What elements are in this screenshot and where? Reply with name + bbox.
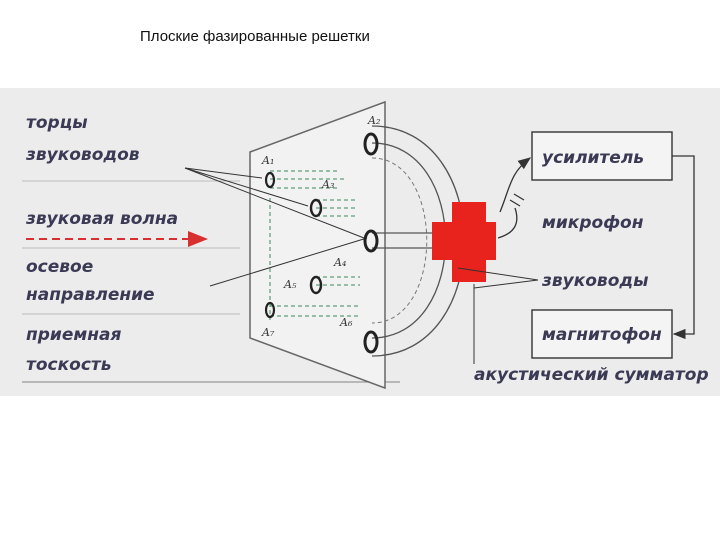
recorder-box	[531, 309, 673, 359]
waveguide-ends	[264, 132, 379, 354]
projection-lines	[269, 170, 360, 320]
label-axis-1: осевое	[26, 257, 93, 277]
mic-tick	[509, 199, 521, 207]
pointer-lines	[184, 167, 368, 287]
label-microphone: микрофон	[542, 213, 644, 233]
label-torcy-2: звуководов	[25, 145, 140, 165]
hole-a2	[363, 132, 379, 156]
mic-tick	[513, 193, 525, 201]
label-summator: акустический сумматор	[474, 365, 709, 385]
label-plane-2: тоскость	[26, 355, 112, 375]
point-label-a5: A₅	[283, 278, 297, 291]
point-label-a2: A₂	[367, 114, 380, 127]
label-amplifier: усилитель	[542, 148, 644, 168]
label-recorder: магнитофон	[542, 325, 662, 345]
waveguides-pointer	[473, 279, 539, 289]
point-label-a4: A₄	[333, 256, 346, 269]
point-label-a3: A₃	[321, 178, 334, 191]
hole-center	[363, 229, 379, 253]
amp-recorder-connector	[672, 155, 695, 340]
point-label-a1: A₁	[261, 154, 274, 167]
label-plane-1: приемная	[26, 325, 121, 345]
hole-a6	[363, 330, 379, 354]
label-torcy-1: торцы	[26, 113, 88, 133]
waveguides-pointer	[457, 267, 539, 281]
acoustic-summator	[432, 202, 496, 282]
point-label-a7: A₇	[261, 326, 275, 339]
hole-a1	[264, 171, 276, 189]
hole-a5	[309, 275, 323, 295]
receiving-plane	[249, 100, 386, 390]
hole-a3	[309, 198, 323, 218]
mic-lead	[497, 207, 518, 239]
label-wave: звуковая волна	[25, 209, 178, 229]
label-axis-2: направление	[26, 285, 155, 305]
page-title: Плоские фазированные решетки	[140, 28, 370, 45]
diagram-figure: A₂ A₁ A₃ A₄ A₅ A₆ A₇ торцы звуководов зв…	[0, 88, 720, 396]
label-waveguides: звуководы	[541, 271, 648, 291]
diagram-svg: A₂ A₁ A₃ A₄ A₅ A₆ A₇ торцы звуководов зв…	[22, 100, 709, 390]
point-label-a6: A₆	[339, 316, 353, 329]
hole-a7	[264, 301, 276, 319]
mic-amp-arrow	[499, 157, 532, 213]
